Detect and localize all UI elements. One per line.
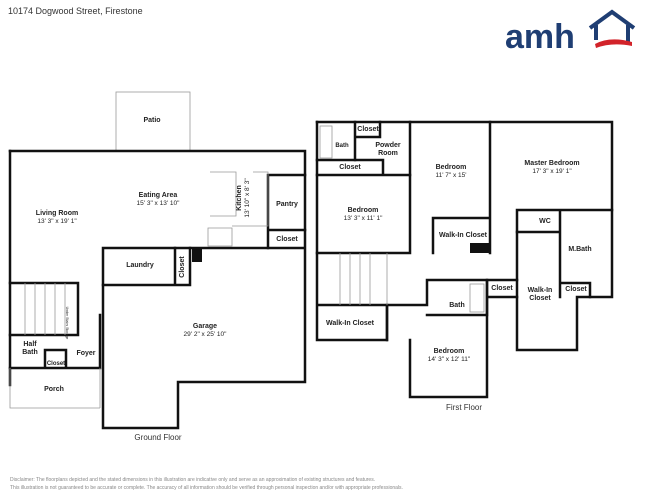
logo-text: amh xyxy=(505,18,575,56)
room-walk-in-closet: Walk-In Closet xyxy=(326,320,374,327)
disclaimer-line-2: This illustration is not guaranteed to b… xyxy=(10,485,403,491)
room-wc: WC xyxy=(539,218,551,225)
disclaimer-line-1: Disclaimer: The floorplans depicted and … xyxy=(10,477,376,483)
room-bath: Bath xyxy=(335,143,349,149)
room-laundry: Laundry xyxy=(126,262,154,269)
room-name: Kitchen xyxy=(236,185,243,211)
room-walk-in-closet: Walk-In Closet xyxy=(527,287,553,302)
room-name: Living Room xyxy=(35,210,79,217)
room-name: Bedroom xyxy=(347,207,379,214)
room-name: Garage xyxy=(192,323,218,330)
room-dimensions: 11' 7" x 15' xyxy=(435,172,467,179)
room-dimensions: 13' 3" x 19' 1" xyxy=(37,218,77,225)
room-name: Bedroom xyxy=(433,348,465,355)
room-bath: Bath xyxy=(449,302,465,309)
room-closet: Closet xyxy=(565,286,587,293)
room-name: Bedroom xyxy=(435,164,467,171)
room-closet: Closet xyxy=(491,285,513,292)
room-closet: Closet xyxy=(46,361,66,367)
room-foyer: Foyer xyxy=(76,350,96,357)
room-master-bath: M.Bath xyxy=(568,246,592,253)
floor-label-first: First Floor xyxy=(446,403,482,412)
room-half-bath: Half Bath xyxy=(22,341,38,356)
room-dimensions: 14' 3" x 12' 11" xyxy=(427,356,471,363)
room-dimensions: 17' 3" x 19' 1" xyxy=(532,168,572,175)
room-name: Eating Area xyxy=(138,192,178,199)
room-closet: Closet xyxy=(276,236,298,243)
room-under-stairs-storage: Under Stairs Storage xyxy=(65,306,69,340)
room-closet: Closet xyxy=(339,164,361,171)
room-dimensions: 15' 3" x 13' 10" xyxy=(136,200,180,207)
room-dimensions: 13' 3" x 11' 1" xyxy=(343,215,383,222)
room-patio: Patio xyxy=(143,117,161,124)
room-name: Master Bedroom xyxy=(524,160,580,167)
room-dimensions: 29' 2" x 25' 10" xyxy=(183,331,227,338)
floor-label-ground: Ground Floor xyxy=(134,433,182,442)
property-address: 10174 Dogwood Street, Firestone xyxy=(8,6,143,16)
room-porch: Porch xyxy=(44,386,64,393)
ground-floor-walls xyxy=(8,91,307,430)
amh-logo: amh xyxy=(505,9,636,56)
room-closet: Closet xyxy=(357,126,379,133)
first-floor-walls xyxy=(315,120,614,399)
room-walk-in-closet: Walk-In Closet xyxy=(439,232,487,239)
room-pantry: Pantry xyxy=(276,201,298,208)
room-dimensions: 13' 10" x 8' 3" xyxy=(244,178,251,218)
room-powder-room: Powder Room xyxy=(375,142,401,157)
room-closet: Closet xyxy=(179,256,186,278)
